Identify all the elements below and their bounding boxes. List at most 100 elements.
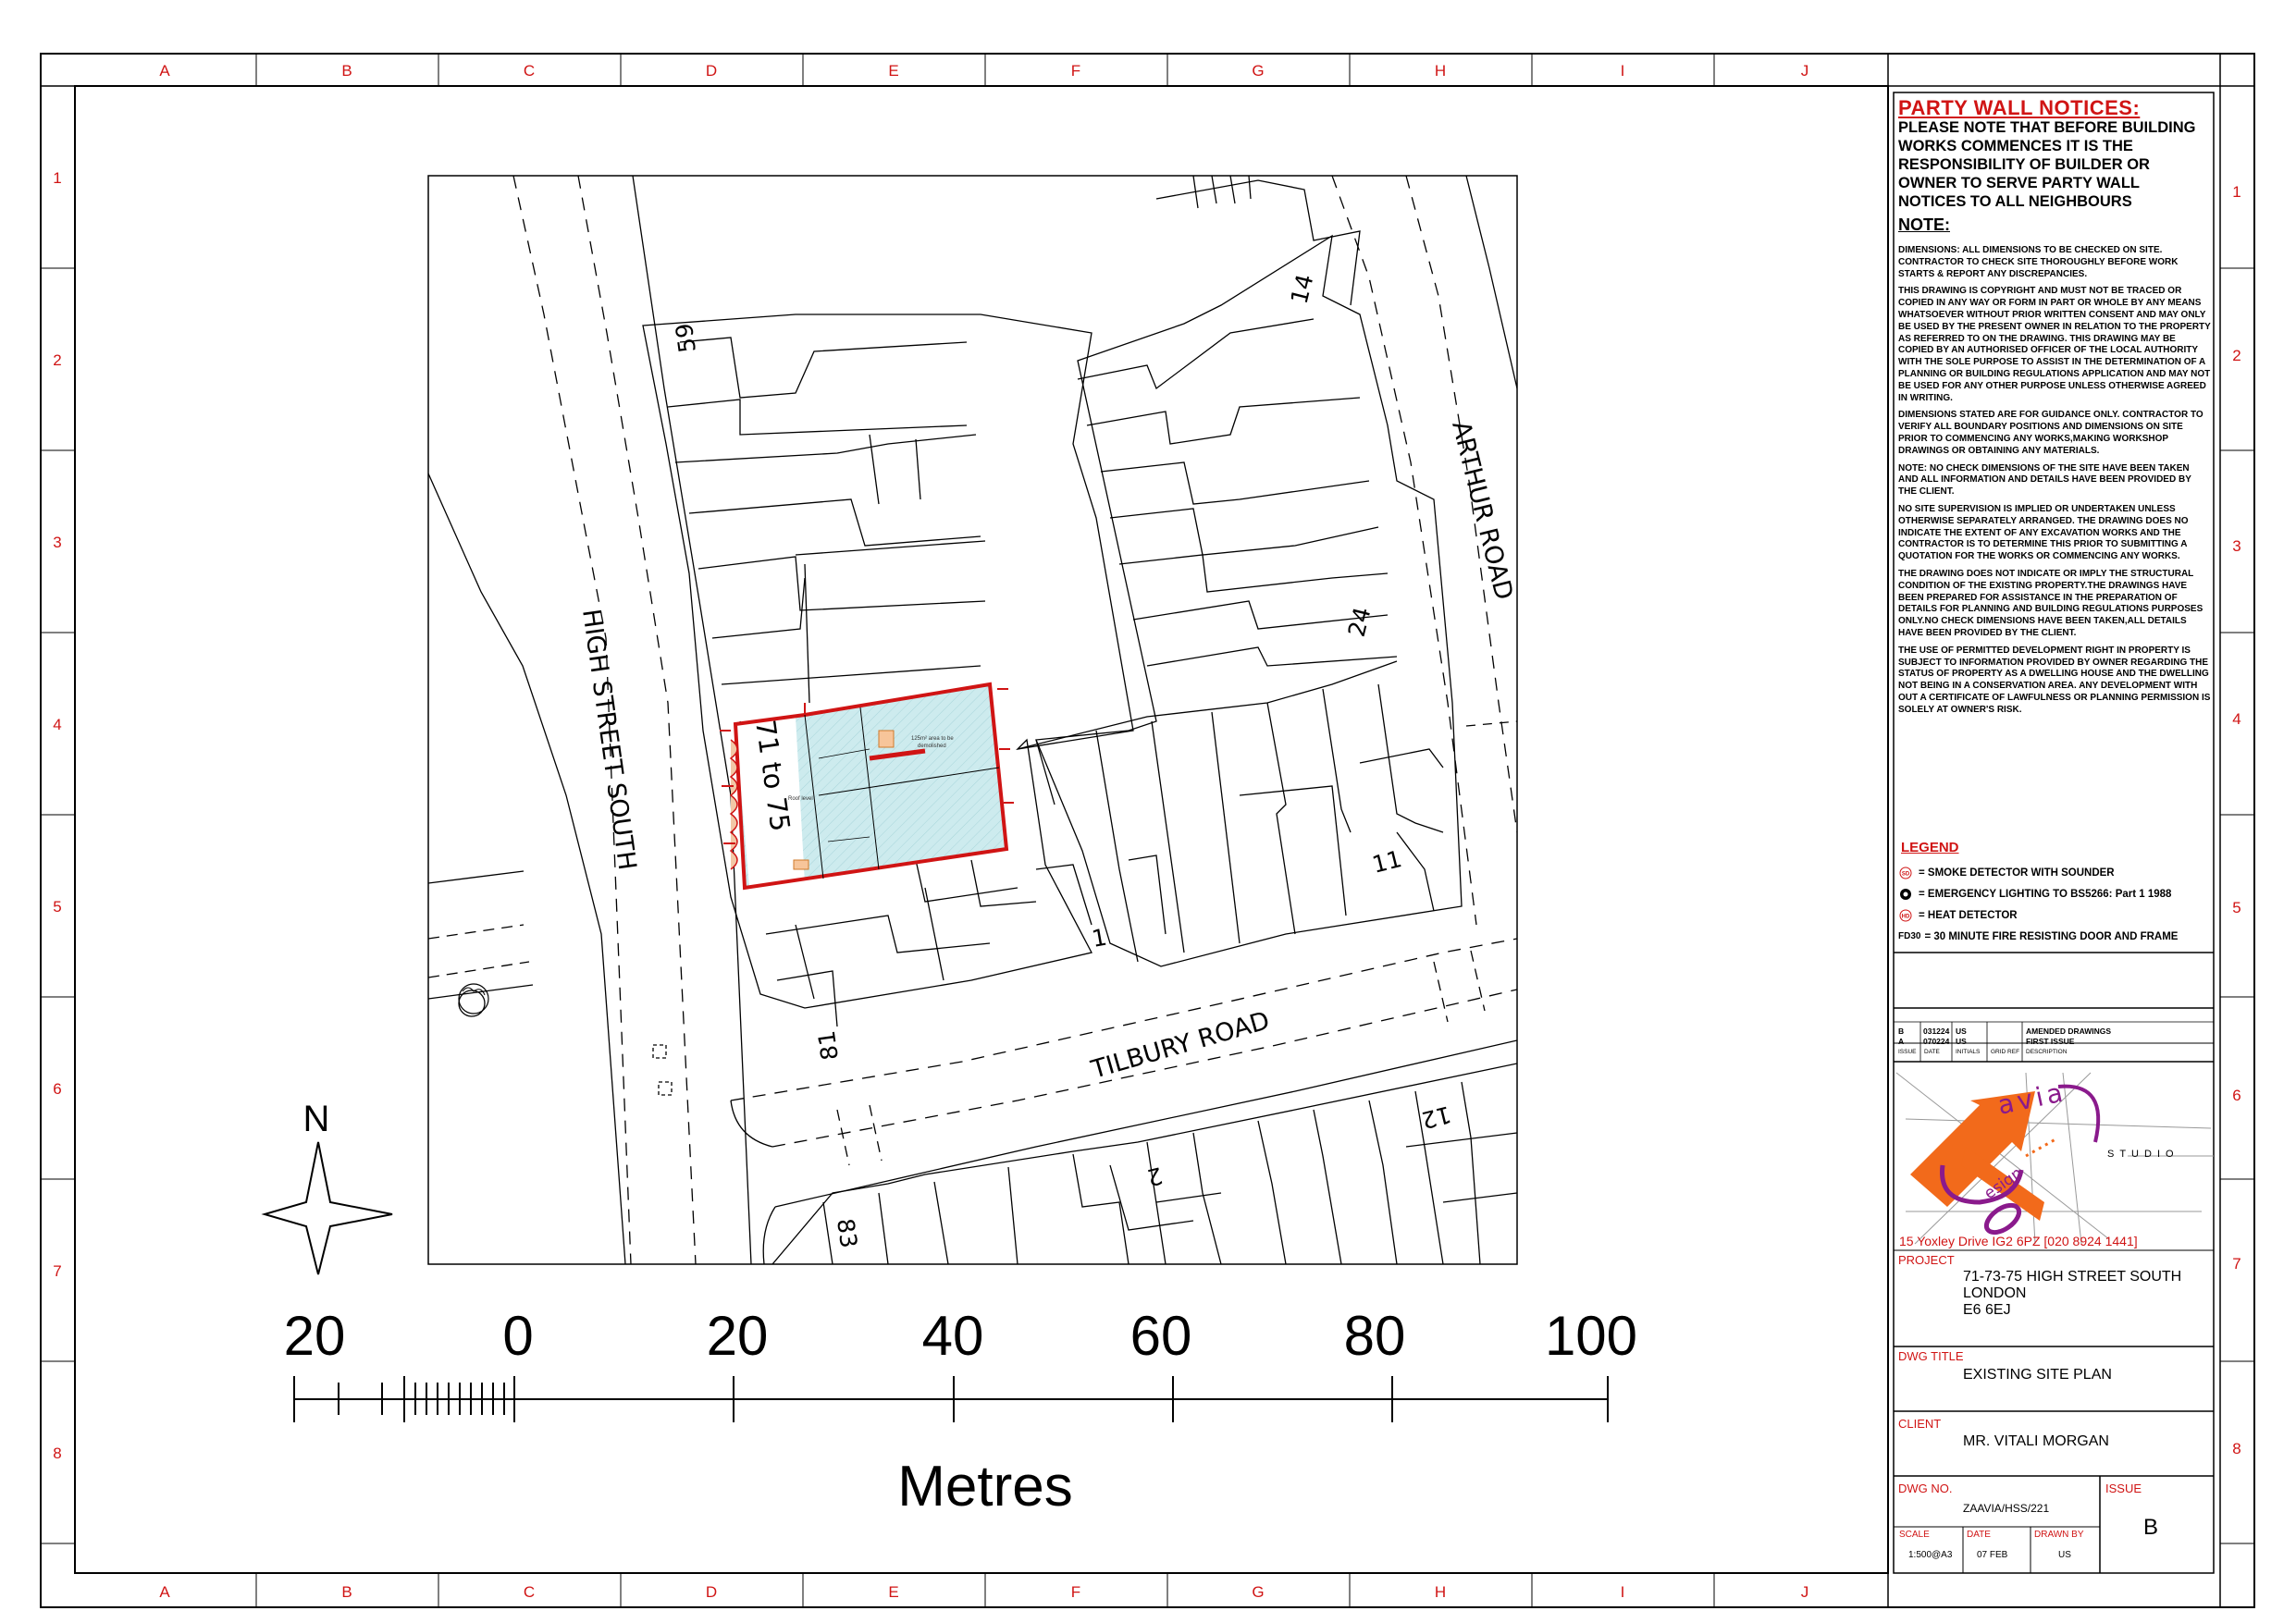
note-paragraph: NOTE: NO CHECK DIMENSIONS OF THE SITE HA… — [1898, 462, 2191, 498]
grid-col-label: I — [1621, 1583, 1625, 1601]
grid-row-label: 8 — [2232, 1440, 2240, 1457]
studio-address: 15 Yoxley Drive IG2 6PZ [020 8924 1441] — [1899, 1234, 2138, 1248]
client-label: CLIENT — [1898, 1417, 1942, 1431]
grid-rows: 1 2 3 4 5 6 7 8 1 2 3 4 5 6 7 8 — [41, 169, 2254, 1544]
note-paragraph: THE DRAWING DOES NOT INDICATE OR IMPLY T… — [1898, 568, 2203, 638]
grid-row-label: 2 — [53, 351, 61, 369]
client-name: MR. VITALI MORGAN — [1963, 1433, 2109, 1449]
revision-issue: A — [1898, 1037, 1905, 1046]
grid-col-label: C — [524, 1583, 535, 1601]
legend-title: LEGEND — [1901, 840, 1959, 855]
issue-value: B — [2143, 1515, 2159, 1540]
grid-col-label: F — [1071, 1583, 1080, 1601]
notes-panel: PARTY WALL NOTICES: PLEASE NOTE THAT BEF… — [1894, 92, 2214, 1581]
dwg-title: EXISTING SITE PLAN — [1963, 1367, 2112, 1383]
title-block-lines — [1894, 952, 2214, 1573]
grid-col-label: B — [341, 62, 352, 80]
grid-row-label: 4 — [53, 716, 61, 733]
dwg-no: ZAAVIA/HSS/221 — [1963, 1502, 2050, 1515]
grid-row-label: 7 — [53, 1262, 61, 1280]
grid-col-label: E — [888, 62, 898, 80]
grid-col-label: A — [159, 62, 170, 80]
grid-row-label: 1 — [53, 169, 61, 187]
grid-row-label: 5 — [2232, 899, 2240, 916]
scale-label: 60 — [1130, 1305, 1192, 1367]
grid-row-label: 5 — [53, 898, 61, 916]
project-line: E6 6EJ — [1963, 1302, 2011, 1318]
project-line: LONDON — [1963, 1285, 2027, 1301]
revision-header: GRID REF — [1991, 1049, 2020, 1055]
date-value: 07 FEB — [1977, 1550, 2008, 1560]
revision-date: 031224 — [1923, 1027, 1950, 1036]
revision-issue: B — [1898, 1027, 1905, 1036]
sheet-outer-border — [40, 53, 2255, 1608]
fire-door-label: FD30 — [1898, 931, 1921, 941]
scale-label: 40 — [922, 1305, 984, 1367]
note-paragraph: DIMENSIONS: ALL DIMENSIONS TO BE CHECKED… — [1898, 245, 2179, 279]
scale-label: 80 — [1344, 1305, 1406, 1367]
grid-row-label: 8 — [53, 1445, 61, 1462]
scale-label: 20 — [707, 1305, 769, 1367]
party-wall-body: PLEASE NOTE THAT BEFORE BUILDING WORKS C… — [1898, 119, 2196, 210]
legend-item: FD30 = 30 MINUTE FIRE RESISTING DOOR AND… — [1898, 930, 2179, 942]
revision-header: INITIALS — [1956, 1049, 1981, 1055]
grid-col-label: F — [1071, 62, 1080, 80]
legend-item: HD = HEAT DETECTOR — [1898, 904, 2213, 926]
project-line: 71-73-75 HIGH STREET SOUTH — [1963, 1269, 2182, 1285]
grid-row-label: 3 — [53, 534, 61, 551]
svg-text:125m² area to be: 125m² area to be — [911, 736, 954, 742]
note-paragraph: THIS DRAWING IS COPYRIGHT AND MUST NOT B… — [1898, 286, 2211, 403]
house-number-1: 1 — [1090, 924, 1109, 953]
dwg-no-label: DWG NO. — [1898, 1482, 1953, 1495]
grid-col-label: D — [706, 62, 717, 80]
date-label: DATE — [1967, 1530, 1991, 1540]
svg-text:N: N — [303, 1099, 330, 1139]
house-number-83: 83 — [832, 1217, 862, 1250]
revision-desc: AMENDED DRAWINGS — [2026, 1027, 2112, 1036]
revision-header: ISSUE — [1898, 1049, 1917, 1055]
site-map: 125m² area to be demolished Roof level H… — [427, 175, 1518, 1265]
revision-initials: US — [1956, 1027, 1967, 1036]
site-boundary: 125m² area to be demolished Roof level — [720, 682, 1014, 891]
zaavia-design-logo: avia esign STUDIO — [1895, 1072, 2214, 1245]
revision-header: DATE — [1924, 1049, 1940, 1055]
north-arrow-icon: N — [261, 1099, 393, 1275]
scale-label: 0 — [502, 1305, 533, 1367]
legend-item: SD = SMOKE DETECTOR WITH SOUNDER — [1898, 862, 2213, 883]
panel-border — [1893, 92, 2215, 1574]
grid-col-label: H — [1435, 1583, 1446, 1601]
scale-label-title: SCALE — [1899, 1530, 1930, 1540]
house-number-2: 2 — [1144, 1162, 1165, 1191]
note-title: NOTE: — [1898, 215, 1950, 234]
house-number-81: 81 — [813, 1029, 844, 1063]
grid-col-label: C — [524, 62, 535, 80]
grid-col-label: H — [1435, 62, 1446, 80]
notes-list: DIMENSIONS: ALL DIMENSIONS TO BE CHECKED… — [1898, 245, 2211, 721]
grid-col-label: E — [888, 1583, 898, 1601]
grid-col-label: D — [706, 1583, 717, 1601]
house-number-59: 59 — [671, 322, 701, 355]
note-paragraph: THE USE OF PERMITTED DEVELOPMENT RIGHT I… — [1898, 645, 2211, 715]
dwg-title-label: DWG TITLE — [1898, 1349, 1964, 1363]
issue-label: ISSUE — [2105, 1482, 2142, 1495]
note-paragraph: DIMENSIONS STATED ARE FOR GUIDANCE ONLY.… — [1898, 410, 2203, 456]
grid-col-label: G — [1252, 1583, 1264, 1601]
grid-row-label: 6 — [53, 1080, 61, 1098]
svg-text:demolished: demolished — [918, 744, 946, 749]
grid-row-label: 4 — [2232, 710, 2240, 728]
svg-text:HD: HD — [1902, 914, 1910, 919]
grid-col-label: A — [159, 1583, 170, 1601]
grid-row-label: 6 — [2232, 1087, 2240, 1104]
emergency-light-icon — [1898, 887, 1913, 902]
grid-columns: A B C D E F G H I J A B C D E F G H I J — [159, 54, 1808, 1607]
note-paragraph: NO SITE SUPERVISION IS IMPLIED OR UNDERT… — [1898, 503, 2189, 562]
grid-col-label: J — [1801, 1583, 1809, 1601]
scale-label: 100 — [1545, 1305, 1637, 1367]
svg-text:SD: SD — [1902, 871, 1910, 877]
revision-initials: US — [1956, 1037, 1967, 1046]
grid-row-label: 1 — [2232, 183, 2240, 201]
revision-header: DESCRIPTION — [2026, 1049, 2068, 1055]
legend: SD = SMOKE DETECTOR WITH SOUNDER = EMERG… — [1898, 862, 2213, 947]
grid-row-label: 7 — [2232, 1255, 2240, 1273]
project-label: PROJECT — [1898, 1253, 1955, 1267]
